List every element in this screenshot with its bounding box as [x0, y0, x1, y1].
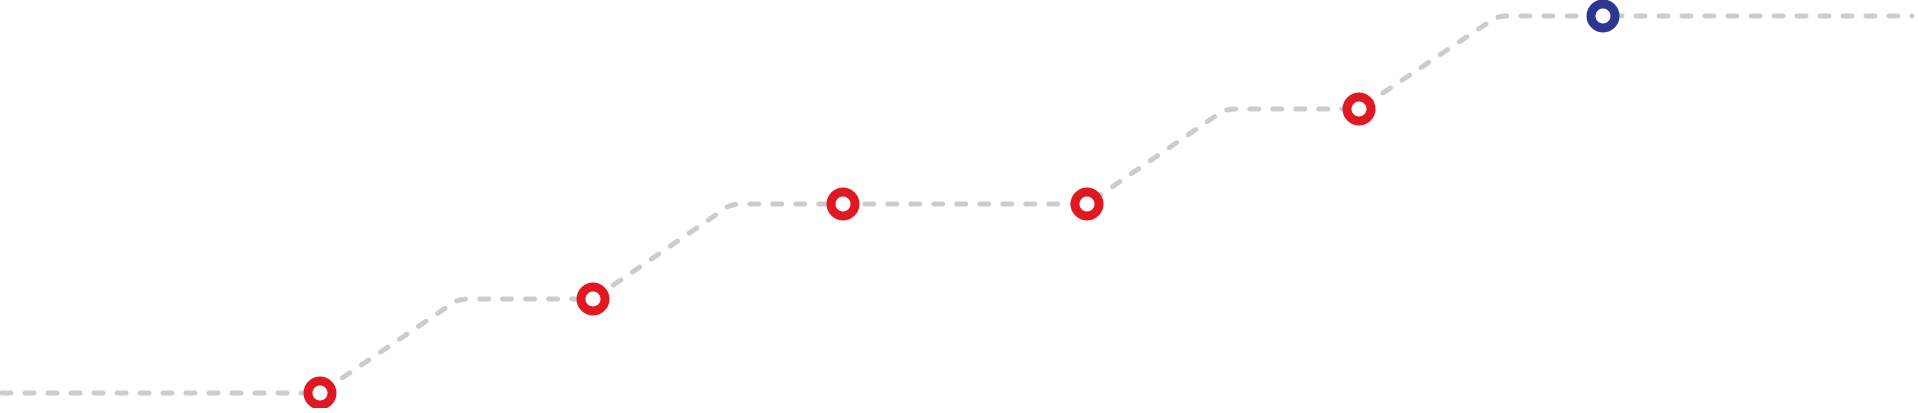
dashed-progress-path	[0, 13, 1915, 396]
milestone-node	[826, 187, 860, 221]
current-step-node	[1586, 0, 1620, 33]
milestone-node	[1342, 92, 1376, 126]
milestone-node	[576, 282, 610, 316]
milestone-node	[1070, 187, 1104, 221]
milestone-node	[303, 376, 337, 410]
milestone-nodes	[303, 0, 1620, 410]
